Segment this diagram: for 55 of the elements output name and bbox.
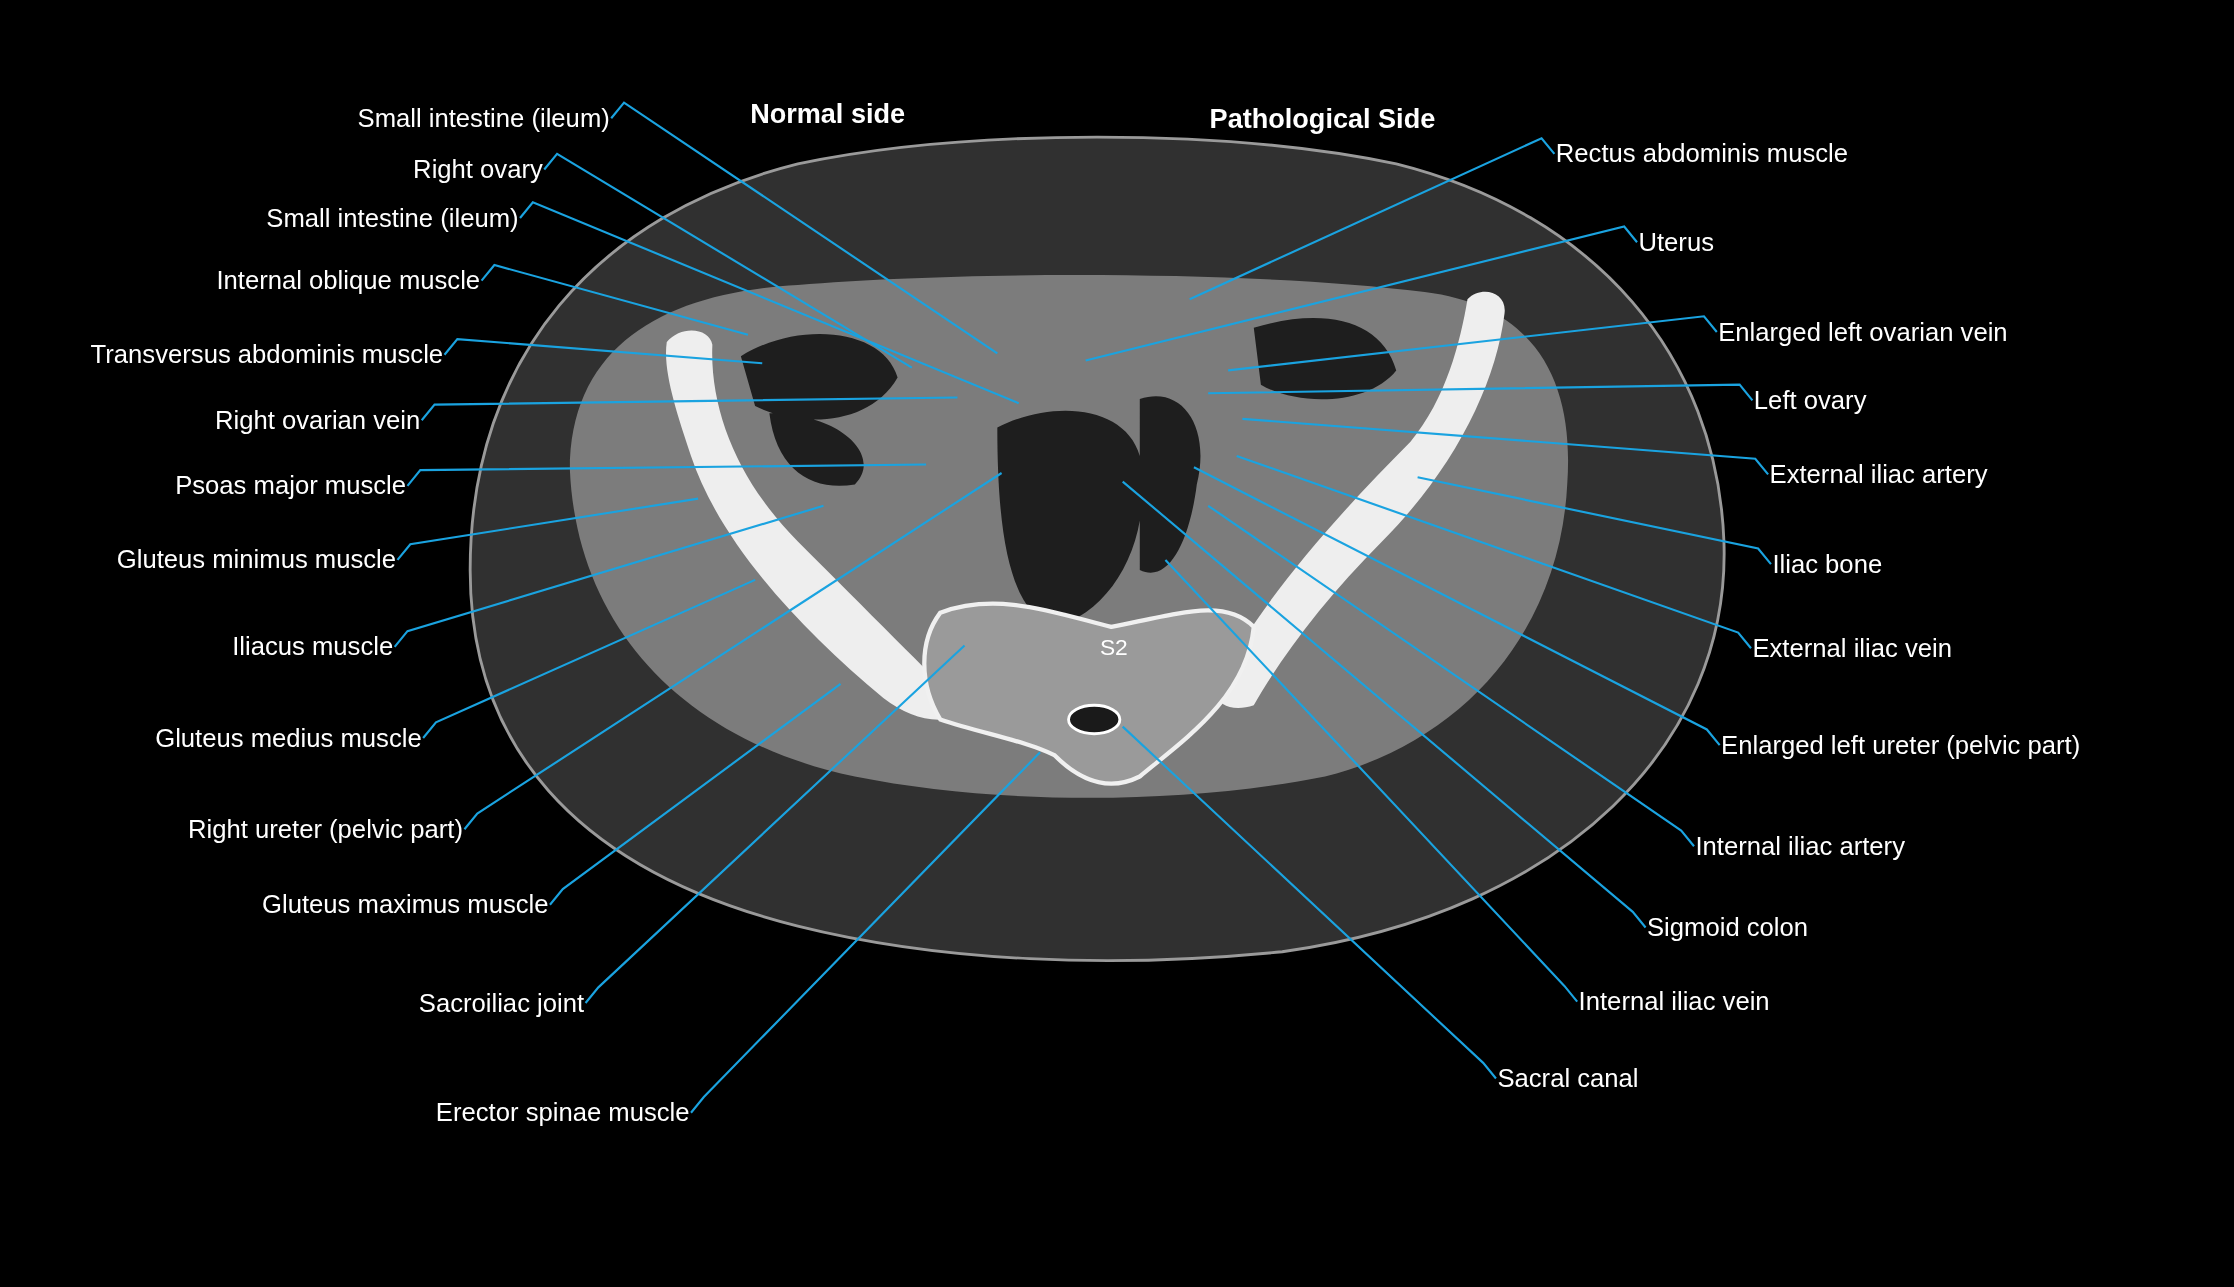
leader-line bbox=[519, 201, 1020, 405]
leader-line bbox=[480, 263, 749, 336]
structure-label: Gluteus medius muscle bbox=[155, 722, 422, 754]
structure-label: Small intestine (ileum) bbox=[266, 202, 519, 234]
leader-line bbox=[584, 644, 966, 1004]
structure-label: Right ovarian vein bbox=[215, 404, 421, 436]
leader-line bbox=[1122, 480, 1647, 929]
leader-line bbox=[610, 101, 998, 355]
structure-label: Small intestine (ileum) bbox=[357, 102, 610, 134]
leader-line bbox=[396, 497, 699, 561]
structure-label: Uterus bbox=[1638, 226, 1714, 258]
structure-label: Internal iliac artery bbox=[1695, 830, 1905, 862]
leader-line bbox=[1207, 504, 1695, 847]
structure-label: Sigmoid colon bbox=[1647, 911, 1809, 944]
structure-label: Sacral canal bbox=[1497, 1062, 1639, 1095]
structure-label: Transversus abdominis muscle bbox=[90, 339, 444, 371]
structure-label: Internal iliac vein bbox=[1578, 985, 1770, 1018]
structure-label: Psoas major muscle bbox=[175, 470, 407, 502]
structure-label: Internal oblique muscle bbox=[216, 265, 481, 297]
leader-line bbox=[549, 683, 842, 906]
side-heading: Normal side bbox=[750, 98, 906, 130]
structure-label: Right ureter (pelvic part) bbox=[187, 813, 464, 845]
structure-label: External iliac vein bbox=[1752, 632, 1952, 664]
leader-line bbox=[1208, 383, 1754, 402]
leader-line bbox=[463, 472, 1003, 830]
side-heading: Pathological Side bbox=[1209, 104, 1436, 136]
structure-label: External iliac artery bbox=[1769, 458, 1988, 491]
leader-line bbox=[443, 337, 763, 365]
leader-line bbox=[1242, 417, 1769, 476]
structure-label: Gluteus maximus muscle bbox=[262, 889, 549, 921]
leader-line bbox=[422, 578, 756, 739]
structure-label: Iliacus muscle bbox=[232, 631, 394, 663]
structure-label: Enlarged left ureter (pelvic part) bbox=[1721, 729, 2081, 761]
leader-line bbox=[1121, 725, 1497, 1080]
leader-line bbox=[543, 152, 913, 369]
structure-label: Right ovary bbox=[413, 153, 543, 186]
structure-label: Erector spinae muscle bbox=[435, 1097, 690, 1129]
structure-label: Gluteus minimus muscle bbox=[116, 544, 397, 576]
leader-line bbox=[406, 463, 927, 487]
structure-label: Sacroiliac joint bbox=[418, 987, 585, 1019]
leader-line bbox=[1417, 476, 1772, 565]
leader-line bbox=[1085, 225, 1638, 362]
leader-line bbox=[393, 504, 824, 648]
leader-line bbox=[690, 751, 1041, 1114]
vertebra-label: S2 bbox=[1099, 634, 1128, 662]
structure-label: Iliac bone bbox=[1772, 548, 1883, 580]
leader-line bbox=[1164, 559, 1578, 1003]
leader-line bbox=[1193, 466, 1721, 746]
structure-label: Left ovary bbox=[1753, 384, 1867, 416]
leader-line bbox=[1228, 315, 1718, 372]
leader-line bbox=[1189, 136, 1556, 301]
structure-label: Rectus abdominis muscle bbox=[1555, 138, 1848, 170]
structure-label: Enlarged left ovarian vein bbox=[1718, 316, 2008, 348]
leader-line bbox=[420, 396, 958, 421]
leader-line bbox=[1236, 454, 1752, 649]
